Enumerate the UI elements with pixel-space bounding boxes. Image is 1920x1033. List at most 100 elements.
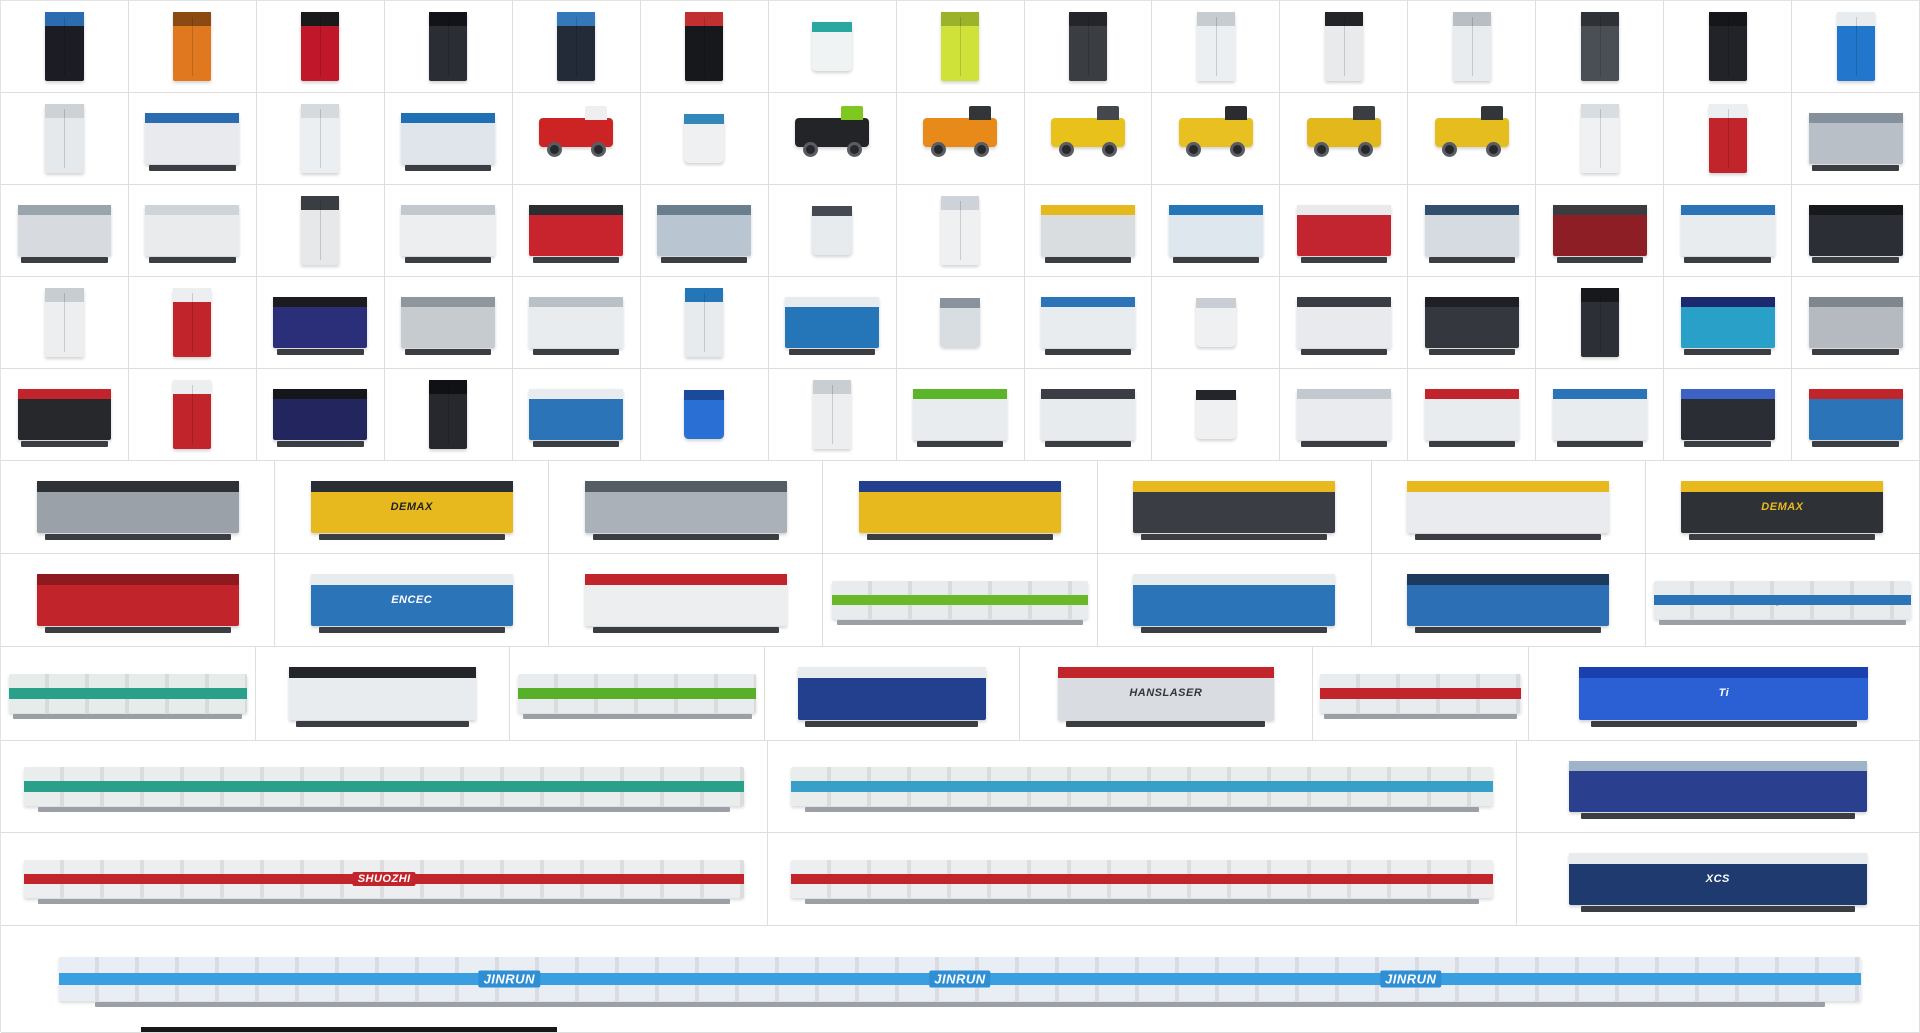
- wheel-icon: [846, 142, 862, 158]
- panel-machine-dark-blue-figure: [1664, 369, 1791, 460]
- bottom-dark-strip: [141, 1027, 557, 1032]
- thumb-injection-molder-ti-blue: Ti: [1528, 647, 1920, 740]
- machine-red-tower-figure: [1664, 93, 1791, 184]
- thumb-panel-machine-dark-blue: [1664, 369, 1793, 460]
- thumb-cnc-machine-white-blue-1: [128, 93, 257, 184]
- wheel-icon: [1486, 142, 1502, 158]
- machine-white-screens-figure: [1280, 277, 1407, 368]
- glass-processing-line-jinrun-brand-label: JINRUN: [929, 970, 991, 988]
- thumb-beverage-cooler-dark: [384, 1, 513, 92]
- thumb-conveyor-machine-gray: [1, 185, 129, 276]
- thumb-machine-gray-panel: [1792, 93, 1920, 184]
- production-line-red-tower-figure: [768, 833, 1515, 925]
- thumb-machine-white-blue-tall: [640, 277, 769, 368]
- machine-cluster-blue-figure: [1372, 554, 1645, 646]
- thumb-machine-blue-white-mid: [768, 277, 897, 368]
- thumb-machine-xcs-dark-blue: XCS: [1516, 833, 1920, 925]
- thumb-kiosk-white-black-screen: [1280, 1, 1409, 92]
- thumb-cnc-machine-white-blue-2: [384, 93, 513, 184]
- beverage-cooler-dark-figure: [385, 1, 512, 92]
- thumb-flow-meter-pump-blue: [640, 369, 769, 460]
- cnc-machine-white-blue-1-figure: [129, 93, 256, 184]
- thumb-cabinet-dark-gray: [1024, 1, 1153, 92]
- thumb-smart-locker-white: [1152, 1, 1281, 92]
- machine-gray-blue-cab-figure: [1408, 185, 1535, 276]
- thumb-grinder-white-blue-stripe: [1024, 277, 1153, 368]
- wheel-icon: [1230, 142, 1246, 158]
- thumb-test-machine-multicolor: [1792, 369, 1920, 460]
- vending-machine-orange-figure: [129, 1, 256, 92]
- wheel-icon: [1058, 142, 1074, 158]
- kiosk-white-black-screen-figure: [1280, 1, 1407, 92]
- thumb-machine-cluster-blue: [1371, 554, 1646, 646]
- thumb-machine-gray-compact: [384, 277, 513, 368]
- server-cabinet-black-figure: [1664, 1, 1791, 92]
- thumb-server-cabinet-black: [1664, 1, 1793, 92]
- grid-row: [1, 369, 1920, 461]
- thumb-machine-blue-towers: [764, 647, 1020, 740]
- thumb-gantry-crane-gray-blue: [640, 185, 769, 276]
- thumb-production-line-red-tower: [768, 833, 1517, 925]
- machine-xcs-dark-blue-brand-label: XCS: [1705, 872, 1730, 885]
- thumb-stacker-forklift-yellow: [1152, 93, 1281, 184]
- helicopter-red-white-figure: [513, 93, 640, 184]
- thumb-laser-machine-hanslaser: HANSLASER: [1019, 647, 1314, 740]
- thumb-cool-box-vending-black: [640, 1, 769, 92]
- thumb-helicopter-red-white: [512, 93, 641, 184]
- mri-scanner-round-white-figure: [1152, 369, 1279, 460]
- cabinet-white-slim-figure: [257, 93, 384, 184]
- air-purifier-white-figure: [769, 1, 896, 92]
- production-line-center-blue-figure: [768, 741, 1515, 832]
- injection-molder-ti-blue-brand-label: Ti: [1718, 687, 1730, 700]
- injection-molder-ti-blue-figure: Ti: [1529, 647, 1919, 740]
- fume-hood-white-figure: [1536, 93, 1663, 184]
- machine-dark-yellow-stripe-figure: [1098, 461, 1371, 553]
- wheel-icon: [930, 142, 946, 158]
- packaging-line-green-white-figure: [823, 554, 1096, 646]
- thumb-excavator-yellow: [1408, 93, 1537, 184]
- thumb-line-machine-red-accent: [1313, 647, 1529, 740]
- thumb-machine-white-blue-stripe: [1536, 369, 1665, 460]
- machine-gray-panel-figure: [1792, 93, 1919, 184]
- thumb-machine-dark-compact: [1408, 277, 1537, 368]
- grid-row: [1, 1, 1920, 93]
- thumb-production-line-center-blue: [768, 741, 1517, 832]
- machine-green-white-long-figure: [510, 647, 764, 740]
- thumb-machine-white-red-accent: [1408, 369, 1537, 460]
- thumb-machine-red-white-tower: [128, 277, 257, 368]
- machine-encec-blue-white-brand-label: ENCEC: [391, 593, 433, 606]
- grid-row: HANSLASER Ti: [1, 647, 1920, 741]
- vending-machine-black-figure: [1, 1, 128, 92]
- thumb-xray-scanner-white: [1024, 369, 1153, 460]
- thumb-operating-table-gray: [896, 277, 1025, 368]
- thumb-machine-white-dark-panel: [256, 185, 385, 276]
- machine-white-black-unit-figure: [256, 647, 510, 740]
- injection-molder-gray-2-figure: [549, 461, 822, 553]
- grid-row: [1, 93, 1920, 185]
- machine-white-arm-figure: [1280, 369, 1407, 460]
- thumb-press-machine-yellow-gray: [1024, 185, 1153, 276]
- blow-molder-yellow-blue-figure: [823, 461, 1096, 553]
- laser-machine-hanslaser-brand-label: HANSLASER: [1129, 687, 1203, 700]
- robot-cell-red-white-figure: [1280, 185, 1407, 276]
- wheel-icon: [590, 142, 606, 158]
- cabinets-blue-white-figure: [513, 369, 640, 460]
- machine-blue-gray-large-figure: [1517, 741, 1919, 832]
- smart-locker-white-figure: [1152, 1, 1279, 92]
- thumb-fume-hood-white: [1536, 93, 1665, 184]
- thumb-machine-red-tower: [1664, 93, 1793, 184]
- injection-molder-gray-black-figure: [1, 461, 274, 553]
- vending-machine-red-figure: [257, 1, 384, 92]
- thumb-injection-molder-demax-2: DEMAX: [1645, 461, 1920, 553]
- agv-robot-white-figure: [641, 93, 768, 184]
- thumb-machine-white-x-red: [549, 554, 824, 646]
- thumb-switchgear-cabinets-black: [384, 369, 513, 460]
- thumb-production-line-left-teal: [1, 741, 769, 832]
- machine-white-red-accent-figure: [1408, 369, 1535, 460]
- thumb-locker-yellow-green: [896, 1, 1025, 92]
- machine-white-green-line-figure: [897, 369, 1024, 460]
- dump-truck-yellow-figure: [1280, 93, 1407, 184]
